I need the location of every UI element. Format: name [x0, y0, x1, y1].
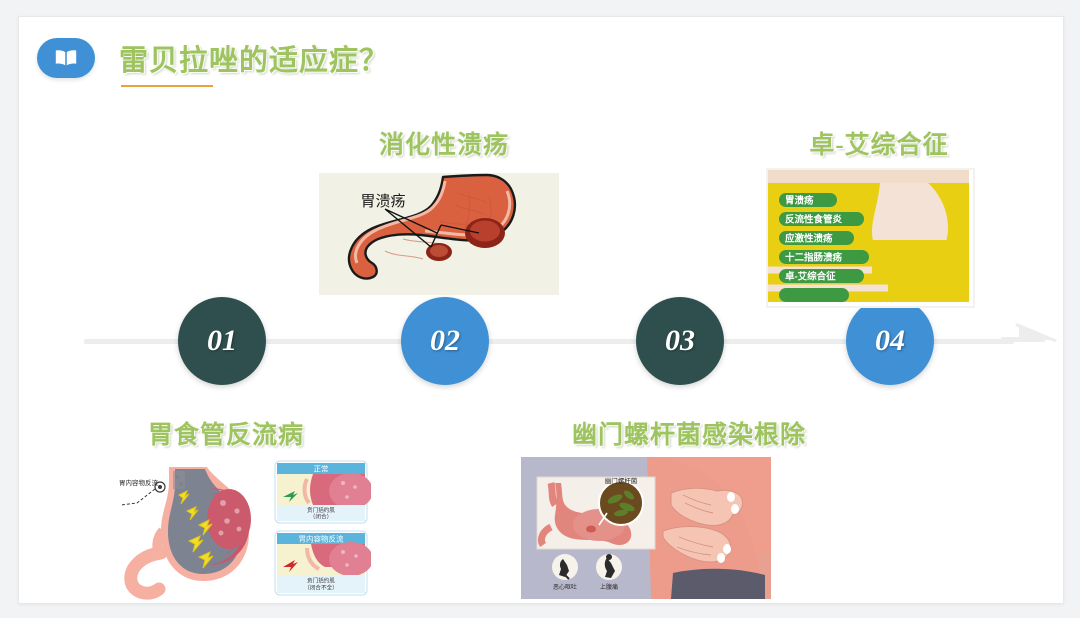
- svg-text:应激性溃疡: 应激性溃疡: [785, 233, 833, 245]
- slide-canvas: 雷贝拉唑的适应症？ 01 02 03 04 消化性溃疡 卓-艾综合征 胃食管反流…: [18, 16, 1064, 604]
- svg-text:（闭合不全）: （闭合不全）: [304, 584, 338, 592]
- timeline-node-02-number: 02: [430, 324, 460, 357]
- page-title: 雷贝拉唑的适应症？: [119, 37, 390, 87]
- timeline-node-03[interactable]: 03: [636, 297, 724, 385]
- svg-text:胃溃疡: 胃溃疡: [785, 195, 814, 207]
- header-badge: [37, 38, 95, 78]
- timeline-node-04[interactable]: 04: [846, 297, 934, 385]
- illustration-gastric-ulcer: 胃溃疡: [319, 173, 559, 295]
- svg-text:（闭合）: （闭合）: [310, 513, 332, 521]
- illustration-zollinger-ellison: 胃溃疡 反流性食管炎 应激性溃疡 十二指肠溃疡 卓-艾综合征: [766, 168, 975, 308]
- svg-text:胃内容物反流: 胃内容物反流: [119, 478, 159, 487]
- timeline-node-01[interactable]: 01: [178, 297, 266, 385]
- item-title-01: 胃食管反流病: [147, 422, 304, 449]
- svg-text:卓-艾综合征: 卓-艾综合征: [785, 271, 836, 283]
- item-title-03: 幽门螺杆菌感染根除: [571, 422, 806, 449]
- item-title-02: 消化性溃疡: [378, 132, 509, 159]
- illustration-h-pylori: 幽门螺杆菌 恶心呕吐 上腹痛: [521, 457, 771, 599]
- timeline-node-01-number: 01: [207, 324, 237, 357]
- svg-text:贲门括约肌: 贲门括约肌: [307, 506, 335, 514]
- timeline-arrow-icon: [1001, 323, 1057, 357]
- svg-text:上腹痛: 上腹痛: [600, 583, 618, 591]
- svg-text:胃内容物反流: 胃内容物反流: [299, 534, 344, 544]
- svg-text:反流性食管炎: 反流性食管炎: [785, 214, 843, 226]
- svg-text:恶心呕吐: 恶心呕吐: [553, 583, 577, 591]
- svg-text:幽门螺杆菌: 幽门螺杆菌: [605, 476, 638, 485]
- illustration-gerd: 胃内容物反流 正常 贲门括约肌 （闭合） 胃内容物反流: [107, 455, 371, 601]
- title-underline: [121, 85, 213, 87]
- svg-text:贲门括约肌: 贲门括约肌: [307, 577, 335, 585]
- open-book-icon: [55, 50, 77, 66]
- timeline-node-02[interactable]: 02: [401, 297, 489, 385]
- timeline-node-04-number: 04: [875, 324, 905, 357]
- page-title-text: 雷贝拉唑的适应症？: [119, 45, 390, 77]
- slide-header: 雷贝拉唑的适应症？: [37, 37, 390, 87]
- svg-text:十二指肠溃疡: 十二指肠溃疡: [785, 252, 843, 264]
- timeline-track: [84, 339, 1014, 344]
- svg-text:正常: 正常: [314, 465, 329, 474]
- timeline-node-03-number: 03: [665, 324, 695, 357]
- svg-text:胃溃疡: 胃溃疡: [360, 193, 405, 210]
- item-title-04: 卓-艾综合征: [809, 132, 949, 159]
